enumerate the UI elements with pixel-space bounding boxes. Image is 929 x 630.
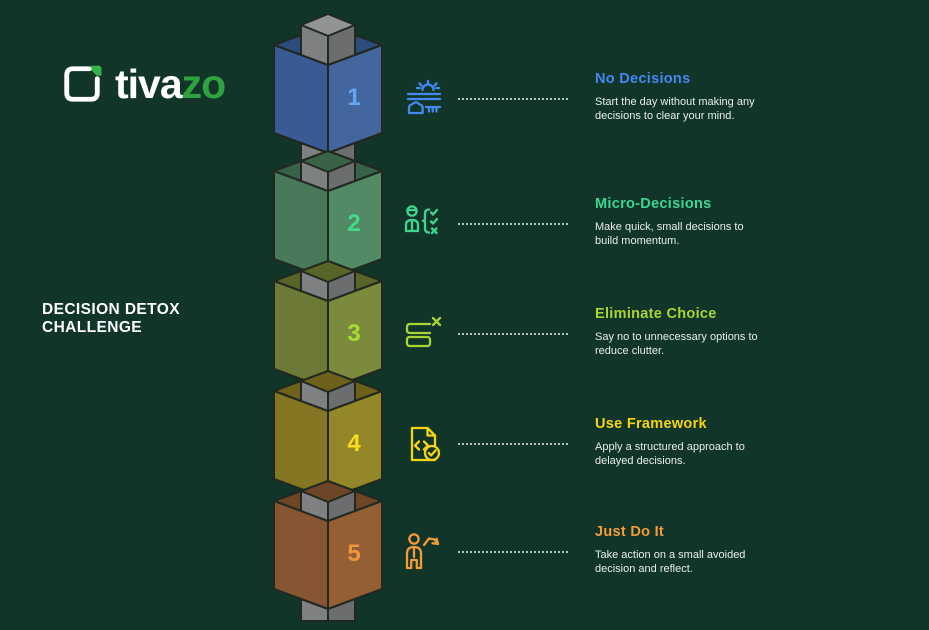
step-title: Micro-Decisions [595,196,712,212]
brand-name-first: tiva [115,61,183,107]
brand-logo: tivazo [62,61,227,107]
step-row-2: Micro-Decisions Make quick, small decisi… [0,188,929,298]
cube-number-3: 3 [347,320,360,347]
remove-option-icon [405,316,442,348]
step-title: No Decisions [595,71,691,87]
cube-step-5: 5 [273,480,383,622]
dotted-connector [458,223,568,225]
cube-number-1: 1 [347,84,360,111]
dotted-connector [458,551,568,553]
step-row-3: Eliminate Choice Say no to unnecessary o… [0,298,929,408]
step-description: Apply a structured approach to delayed d… [595,441,745,467]
cube-step-3: 3 [273,260,383,390]
dotted-connector [458,98,568,100]
brand-name: tivazo [115,61,227,107]
step-description: Take action on a small avoided decision … [595,549,746,575]
step-title: Eliminate Choice [595,306,717,322]
sunrise-icon [406,79,442,115]
brand-name-last: zo [181,61,227,107]
page-title: DECISION DETOX CHALLENGE [42,301,180,336]
cube-step-4: 4 [273,370,383,500]
cube-step-2: 2 [273,142,383,280]
person-action-arrow-icon [405,533,440,570]
logo-corner-mark [91,65,102,76]
step-description: Say no to unnecessary options to reduce … [595,331,758,357]
step-row-1: No Decisions Start the day without makin… [0,63,929,173]
person-checklist-icon [404,205,439,235]
tivazo-logo-icon [64,65,102,102]
step-row-5: Just Do It Take action on a small avoide… [0,516,929,626]
step-title: Use Framework [595,416,707,432]
dotted-connector [458,443,568,445]
step-row-4: Use Framework Apply a structured approac… [0,408,929,518]
cube-number-5: 5 [347,540,360,567]
cube-number-2: 2 [347,210,360,237]
framework-document-icon [410,426,441,462]
step-title: Just Do It [595,524,665,540]
step-description: Make quick, small decisions to build mom… [595,221,744,247]
dotted-connector [458,333,568,335]
step-description: Start the day without making any decisio… [595,96,755,122]
cube-number-4: 4 [347,430,361,457]
